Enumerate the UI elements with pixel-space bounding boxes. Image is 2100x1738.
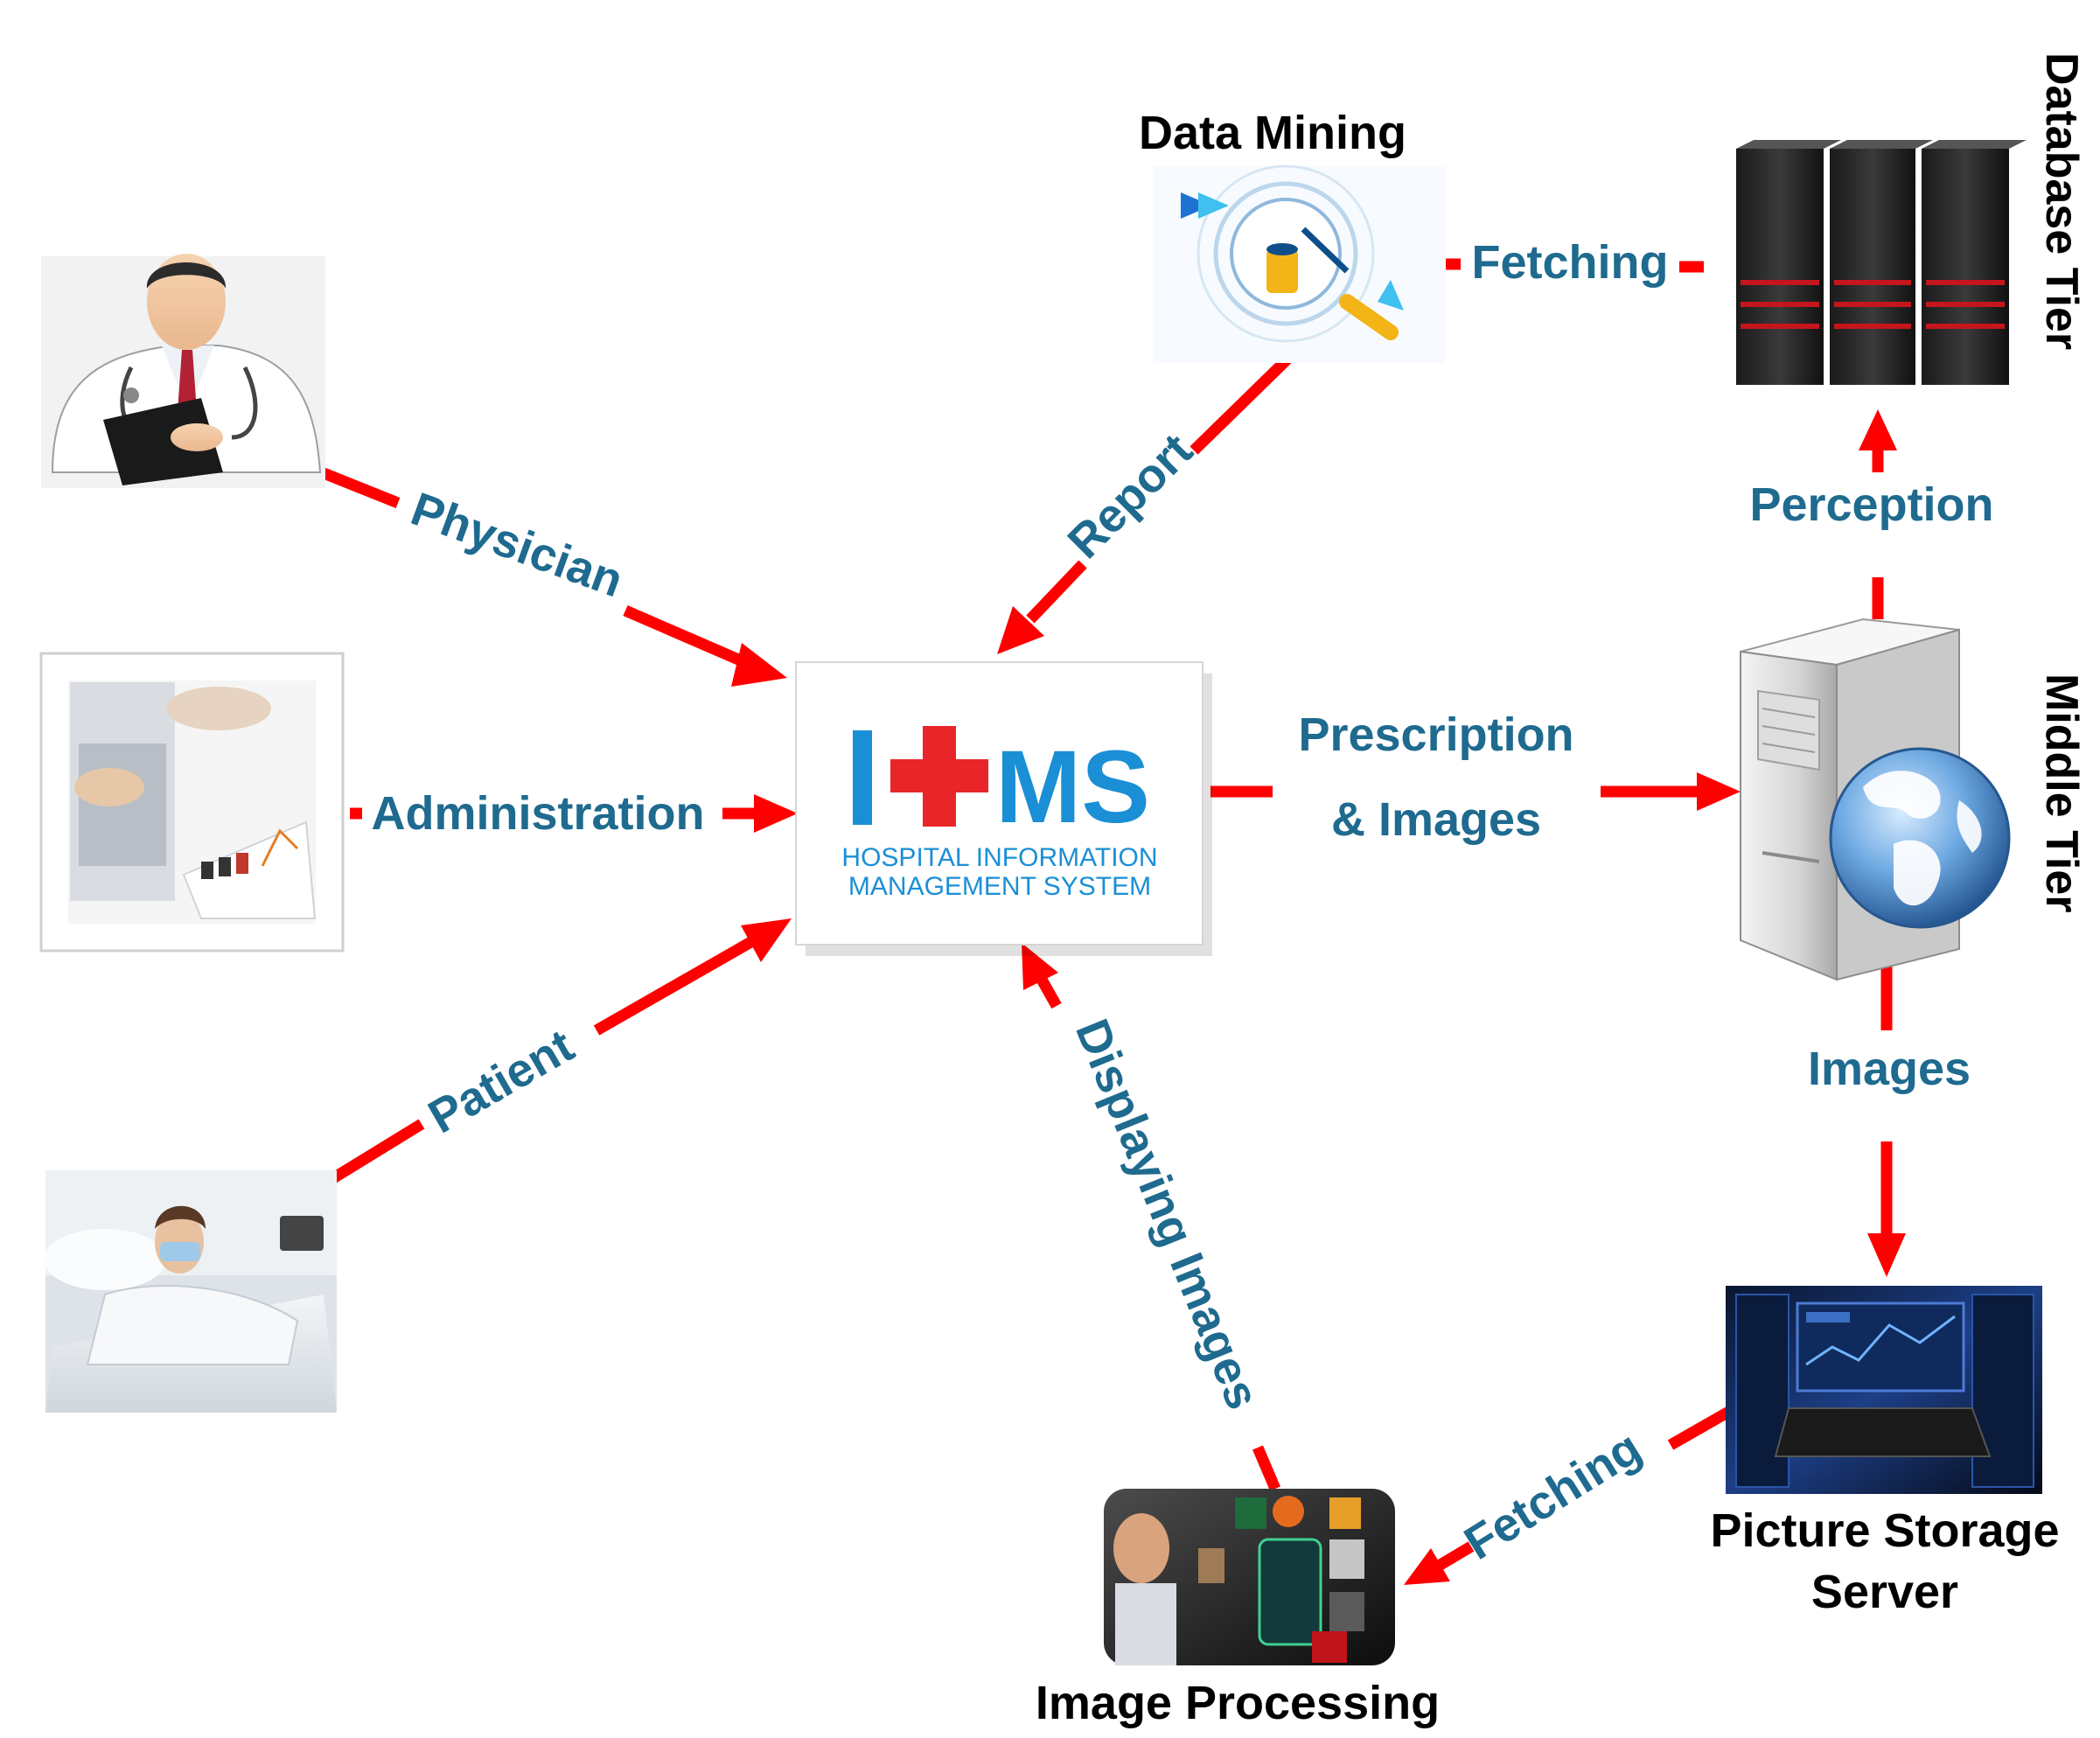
physician-icon <box>41 254 325 488</box>
arrow-prescription <box>1210 772 1741 811</box>
edge-label-perception: Perception <box>1749 478 1993 531</box>
edge-label-prescription-line2: & Images <box>1331 793 1541 846</box>
patient-icon <box>44 1170 337 1413</box>
edge-label-physician: Physician <box>404 483 629 608</box>
arrow-images <box>1867 962 1906 1277</box>
middle-tier-label: Middle Tier <box>2036 674 2087 913</box>
data-mining-caption: Data Mining <box>1139 107 1406 159</box>
database-server-icon <box>1736 140 2027 385</box>
picture-storage-caption-line1: Picture Storage <box>1710 1504 2059 1557</box>
picture-storage-icon <box>1726 1286 2042 1494</box>
image-processing-icon <box>1104 1489 1395 1665</box>
arrow-administration <box>350 794 798 833</box>
edge-label-displaying-images: Displaying Images <box>1065 1012 1269 1416</box>
edge-label-fetching-top: Fetching <box>1472 236 1669 289</box>
arrow-perception <box>1859 409 1897 619</box>
administration-icon <box>39 652 345 953</box>
data-mining-icon <box>1153 164 1446 363</box>
edge-label-prescription-line1: Prescription <box>1298 708 1573 761</box>
edge-label-fetching-bottom: Fetching <box>1455 1421 1650 1570</box>
web-server-icon <box>1740 618 2011 981</box>
hims-logo-i <box>853 730 872 825</box>
hims-subtitle-line1: HOSPITAL INFORMATION <box>841 843 1157 872</box>
database-tier-label: Database Tier <box>2036 52 2087 350</box>
edge-label-patient: Patient <box>420 1019 583 1143</box>
edge-label-report: Report <box>1058 424 1203 569</box>
hims-logo-letters: MS <box>995 729 1150 845</box>
arrow-displaying-images <box>1022 943 1280 1491</box>
picture-storage-caption-line2: Server <box>1811 1566 1958 1618</box>
edge-label-images: Images <box>1808 1043 1971 1095</box>
edge-label-administration: Administration <box>371 787 704 840</box>
hims-subtitle-line2: MANAGEMENT SYSTEM <box>848 872 1151 901</box>
arrow-patient <box>318 918 792 1190</box>
arrow-fetching-bottom <box>1404 1405 1735 1585</box>
image-processing-caption: Image Processing <box>1036 1677 1440 1729</box>
hims-logo-box: MS HOSPITAL INFORMATION MANAGEMENT SYSTE… <box>795 661 1212 956</box>
